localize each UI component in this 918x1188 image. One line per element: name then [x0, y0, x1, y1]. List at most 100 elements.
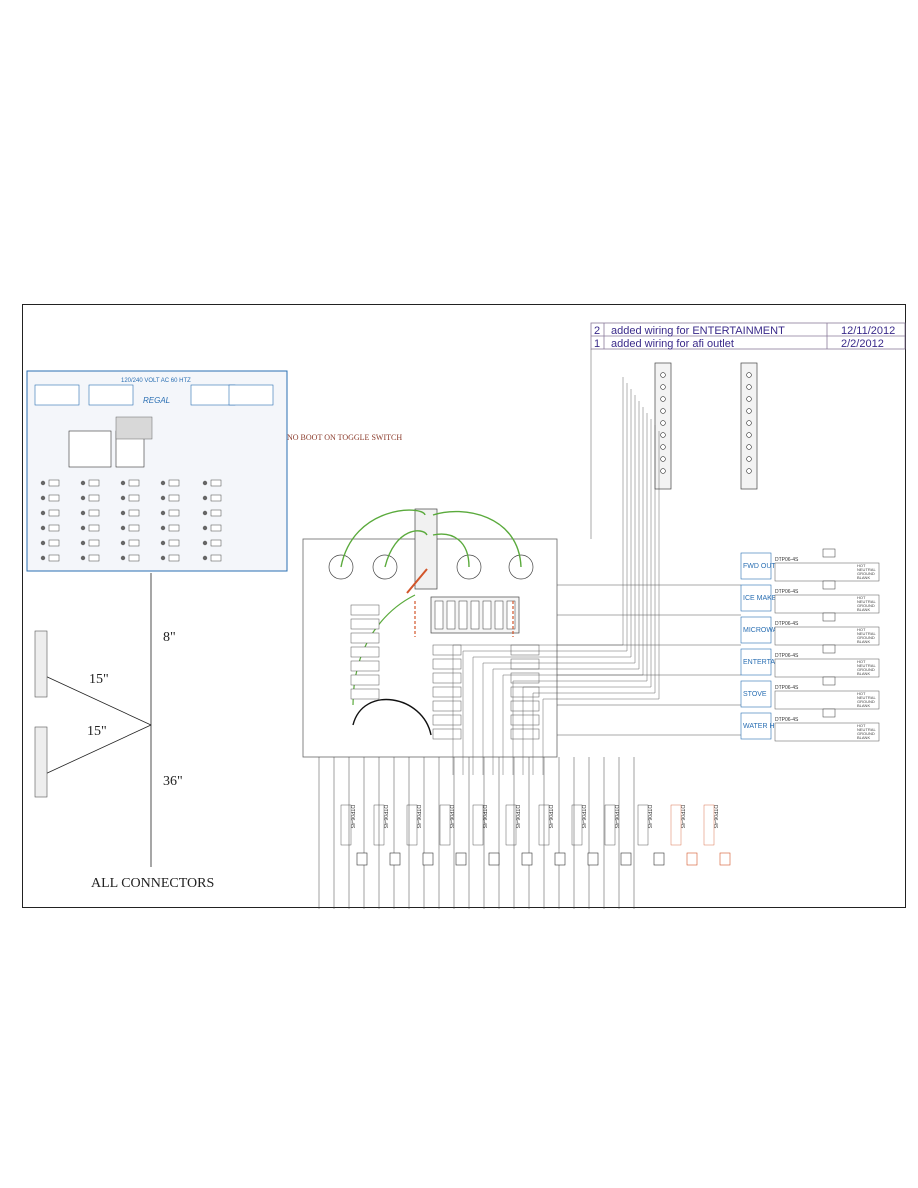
- breaker-slot: [446, 600, 456, 630]
- bottom-connector-label: DTP06-4S: [481, 805, 487, 829]
- switch-label-box: [350, 646, 380, 658]
- wire-function: GROUND: [857, 667, 875, 672]
- revision-1-date: 2/2/2012: [841, 338, 884, 350]
- wire-function: NEUTRAL: [857, 567, 876, 572]
- breaker-knob: [160, 525, 166, 531]
- connector-icon: [822, 548, 836, 558]
- wire-function: NEUTRAL: [857, 631, 876, 636]
- bottom-connector-icon: [455, 852, 467, 866]
- appliance-label-box: [740, 584, 772, 612]
- appliance-connectors: FWD OUTLETSDTP06-4SHOTNEUTRALGROUNDBLANK…: [740, 548, 880, 742]
- breaker-switch: [168, 524, 180, 532]
- terminal-screw: [660, 468, 666, 474]
- breaker-knob: [80, 495, 86, 501]
- breaker-knob: [40, 510, 46, 516]
- breaker-switch: [210, 554, 222, 562]
- bottom-connector-icon: [620, 852, 632, 866]
- breaker-knob: [80, 525, 86, 531]
- breaker-knob: [80, 540, 86, 546]
- breaker-knob: [120, 510, 126, 516]
- breaker-slot: [434, 600, 444, 630]
- dimension-right-top: 8": [163, 630, 176, 645]
- wire-function: BLANK: [857, 703, 870, 708]
- wire: [512, 413, 648, 775]
- switch-label-box: [350, 674, 380, 686]
- wire-function: BLANK: [857, 607, 870, 612]
- breaker-knob: [160, 495, 166, 501]
- wire-table: [774, 722, 880, 742]
- bottom-connector-label: DTP06-4S: [679, 805, 685, 829]
- breaker-switch: [88, 479, 100, 487]
- voltmeter-1: [34, 384, 80, 406]
- terminal-screw: [746, 384, 752, 390]
- breaker-switch: [210, 494, 222, 502]
- breaker-switch: [88, 539, 100, 547]
- breaker-knob: [120, 555, 126, 561]
- bottom-connector-table: [406, 804, 418, 846]
- appliance-name: ENTERTAINMENT: [743, 659, 803, 666]
- wire: [482, 395, 636, 775]
- terminal-screw: [660, 372, 666, 378]
- wire-function: GROUND: [857, 731, 875, 736]
- appliance-name: STOVE: [743, 691, 767, 698]
- breaker-switch: [88, 524, 100, 532]
- breaker-knob: [120, 525, 126, 531]
- bottom-connector-icon: [521, 852, 533, 866]
- breaker-switch: [168, 539, 180, 547]
- revision-2-number: 2: [594, 325, 600, 337]
- bottom-connector-label: DTP06-4S: [382, 805, 388, 829]
- terminal-screw: [660, 408, 666, 414]
- appliance-connector-code: DTP06-4S: [775, 717, 799, 723]
- wire: [542, 431, 660, 775]
- switch-label-box: [510, 686, 540, 698]
- breaker-switch: [88, 554, 100, 562]
- breaker-switch: [210, 524, 222, 532]
- switch-label-box: [432, 658, 462, 670]
- switch-label-box: [510, 658, 540, 670]
- appliance-name: MICROWAVE: [743, 627, 786, 634]
- terminal-screw: [746, 444, 752, 450]
- wire-function: HOT: [857, 723, 866, 728]
- breaker-knob: [40, 480, 46, 486]
- switch-label-box: [432, 672, 462, 684]
- appliance-connector-code: DTP06-4S: [775, 653, 799, 659]
- breaker-switch: [128, 509, 140, 517]
- appliance-connector-code: DTP06-4S: [775, 589, 799, 595]
- appliance-name: WATER HEATER: [743, 723, 797, 730]
- wire-function: NEUTRAL: [857, 599, 876, 604]
- grille: [115, 416, 153, 440]
- breaker-switch: [210, 479, 222, 487]
- bottom-connector-icon: [389, 852, 401, 866]
- bottom-connector-label: DTP06-4S: [514, 805, 520, 829]
- wire-function: BLANK: [857, 671, 870, 676]
- breaker-knob: [202, 525, 208, 531]
- switch-label-box: [350, 604, 380, 616]
- bottom-connector-icon: [488, 852, 500, 866]
- breaker-knob: [160, 480, 166, 486]
- appliance-connector-code: DTP06-4S: [775, 685, 799, 691]
- breaker-knob: [120, 495, 126, 501]
- switch-label-box: [350, 632, 380, 644]
- breaker-panel: 120/240 VOLT AC 60 HTZ REGAL NO BOOT ON …: [26, 370, 402, 572]
- drawing-sheet: 2 added wiring for ENTERTAINMENT 12/11/2…: [22, 304, 906, 909]
- breaker-switch: [48, 524, 60, 532]
- bottom-connector-icon: [653, 852, 665, 866]
- terminal-screw: [746, 456, 752, 462]
- breaker-switch: [48, 494, 60, 502]
- wire-function: GROUND: [857, 571, 875, 576]
- bottom-connector-table: [373, 804, 385, 846]
- dimension-right-bottom: 36": [163, 774, 183, 789]
- ammeter-2: [228, 384, 274, 406]
- breaker-knob: [160, 510, 166, 516]
- breaker-knob: [40, 495, 46, 501]
- terminal-screw: [746, 432, 752, 438]
- appliance-name: ICE MAKER: [743, 595, 782, 602]
- bottom-connector-label: DTP06-4S: [415, 805, 421, 829]
- breaker-knob: [80, 480, 86, 486]
- connector-icon: [822, 676, 836, 686]
- wire-function: BLANK: [857, 735, 870, 740]
- bottom-connector-row: DTP06-4S DTP06-4S DTP06-4S DTP06-4S DTP06-4S…: [340, 804, 731, 866]
- breaker-switch: [48, 479, 60, 487]
- bottom-connector-table: [538, 804, 550, 846]
- wire-function: HOT: [857, 659, 866, 664]
